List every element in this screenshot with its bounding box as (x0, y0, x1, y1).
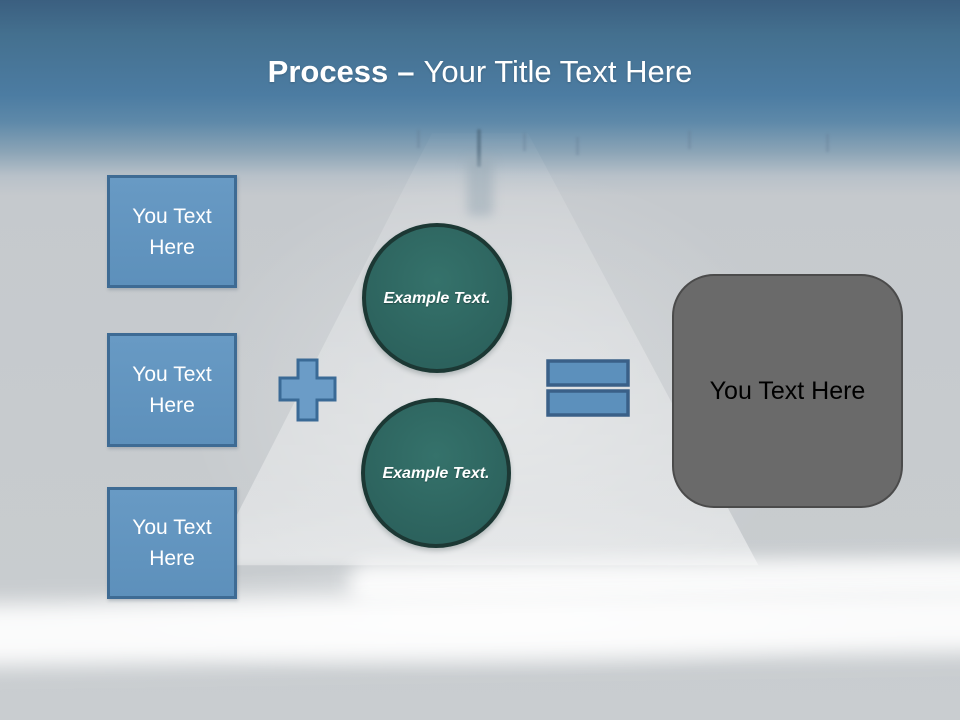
equals-icon[interactable] (546, 359, 630, 417)
slide-title[interactable]: Process – Your Title Text Here (0, 53, 960, 91)
example-circle-1[interactable]: Example Text. (362, 223, 512, 373)
background-streak (688, 131, 691, 149)
placeholder-box-1-label: You Text Here (132, 204, 212, 259)
placeholder-box-3[interactable]: You Text Here (107, 487, 237, 599)
title-text: Your Title Text Here (423, 54, 693, 89)
placeholder-box-2[interactable]: You Text Here (107, 333, 237, 447)
plus-shape (278, 358, 337, 422)
result-box[interactable]: You Text Here (672, 274, 903, 508)
background-streak (417, 130, 420, 148)
stage-pole-glow (467, 158, 493, 216)
plus-icon[interactable] (277, 358, 338, 422)
background-streak (523, 133, 526, 151)
example-circle-2-label: Example Text. (382, 464, 490, 482)
title-dash: – (397, 54, 415, 89)
placeholder-box-2-label: You Text Here (132, 363, 212, 417)
background-streak (826, 134, 829, 152)
result-box-label: You Text Here (709, 376, 866, 405)
example-circle-1-label: Example Text. (383, 289, 491, 307)
equals-shape (546, 359, 630, 417)
background-streak (576, 137, 579, 155)
placeholder-box-3-label: You Text Here (132, 516, 212, 570)
stage-pole-silhouette (477, 129, 481, 167)
example-circle-2[interactable]: Example Text. (361, 398, 511, 548)
placeholder-box-1[interactable]: You Text Here (107, 175, 237, 288)
floor-light-band-upper (347, 556, 960, 606)
floor-light-band-lower (0, 589, 960, 667)
title-keyword: Process (267, 54, 389, 89)
